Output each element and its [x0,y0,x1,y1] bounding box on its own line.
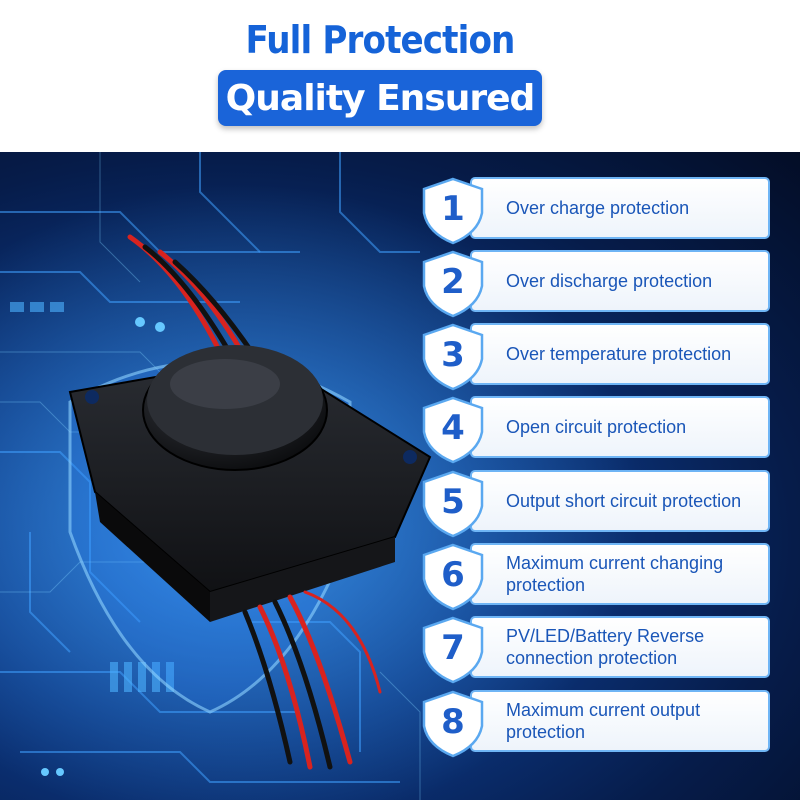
shield-icon [422,616,484,684]
protection-item-3: Over temperature protection 3 [420,323,772,391]
protection-list: Over charge protection 1 Over discharge … [0,152,800,800]
protection-number: 2 [441,262,465,302]
protection-number: 3 [441,335,465,375]
protection-number: 8 [441,702,465,742]
protection-number: 1 [441,189,465,229]
protection-item-4: Open circuit protection 4 [420,396,772,464]
controller-device-icon [68,345,432,622]
protection-label: PV/LED/Battery Reverse connection protec… [506,626,705,668]
circuit-background: Over charge protection 1 Over discharge … [0,152,800,800]
shield-icon [422,470,484,538]
shield-icon [422,690,484,758]
protection-number: 4 [441,408,465,448]
protection-card: Over charge protection [470,177,770,239]
shield-icon [422,396,484,464]
protection-item-5: Output short circuit protection 5 [420,470,772,538]
shield-icon [422,177,484,245]
protection-card: PV/LED/Battery Reverse connection protec… [470,616,770,678]
header: Full Protection Quality Ensured [0,0,800,152]
page-subtitle: Quality Ensured [225,78,536,119]
protection-label: Open circuit protection [506,417,687,437]
page-title: Full Protection [245,18,515,62]
protection-card: Maximum current changing protection [470,543,770,605]
protection-card: Maximum current output protection [470,690,770,752]
protection-card: Output short circuit protection [470,470,770,532]
protection-card: Over discharge protection [470,250,770,312]
protection-item-6: Maximum current changing protection 6 [420,543,772,611]
protection-number: 6 [441,555,465,595]
protection-label: Over temperature protection [506,344,732,364]
protection-label: Over charge protection [506,198,690,218]
shield-icon [422,323,484,391]
protection-card: Open circuit protection [470,396,770,458]
protection-label: Maximum current output protection [506,700,701,742]
protection-item-2: Over discharge protection 2 [420,250,772,318]
protection-label: Maximum current changing protection [506,553,724,595]
protection-label: Over discharge protection [506,271,713,291]
protection-number: 5 [441,482,465,522]
subtitle-banner: Quality Ensured [218,70,542,126]
protection-item-8: Maximum current output protection 8 [420,690,772,758]
protection-label: Output short circuit protection [506,491,742,511]
shield-icon [422,250,484,318]
protection-number: 7 [441,628,465,668]
protection-card: Over temperature protection [470,323,770,385]
protection-item-1: Over charge protection 1 [420,177,772,245]
shield-icon [422,543,484,611]
protection-item-7: PV/LED/Battery Reverse connection protec… [420,616,772,684]
